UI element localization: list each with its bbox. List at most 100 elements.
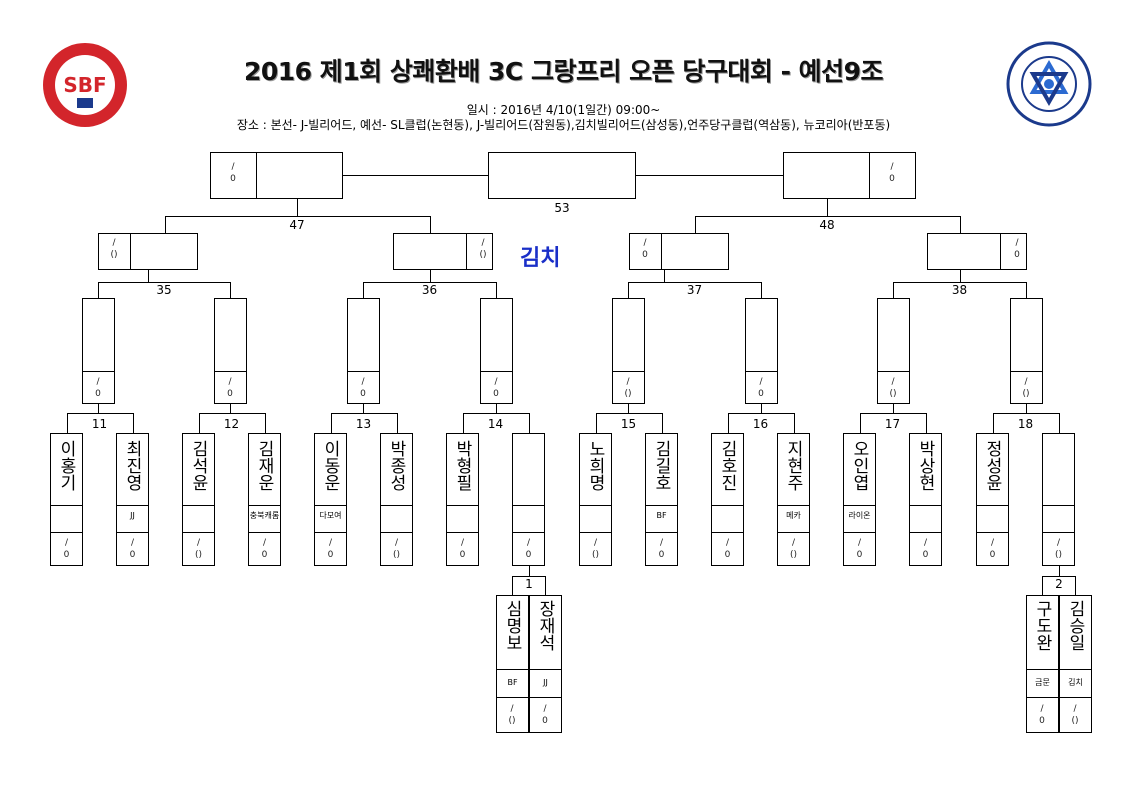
player-score: / xyxy=(593,538,598,548)
player-score: / xyxy=(923,538,928,548)
round2-score: / xyxy=(228,377,232,387)
prelim-player-name: 장재석 xyxy=(535,600,555,651)
round2-score: / xyxy=(759,377,763,387)
prelim-divider xyxy=(1026,669,1059,670)
player-card xyxy=(711,433,744,566)
player-divider xyxy=(446,532,479,533)
player-name: 박종성 xyxy=(386,440,406,491)
player-score: / xyxy=(857,538,862,548)
bracket-line xyxy=(628,282,762,283)
match-number: 37 xyxy=(686,283,703,297)
bracket-line xyxy=(793,413,795,434)
match-number: 1 xyxy=(525,577,533,591)
prelim-score: / xyxy=(543,704,547,714)
prelim-score: / xyxy=(1073,704,1077,714)
prelim-player-club: BF xyxy=(507,678,518,687)
player-score-value: () xyxy=(1054,550,1063,560)
player-name: 박형필 xyxy=(452,440,472,491)
prelim-score: / xyxy=(1040,704,1044,714)
round4-divider xyxy=(256,152,257,199)
prelim-player-name: 심명보 xyxy=(502,600,522,651)
player-name: 김길호 xyxy=(651,440,671,491)
player-score-value: 0 xyxy=(261,550,268,560)
round2-divider xyxy=(480,371,513,372)
match-number: 47 xyxy=(289,218,305,232)
match-number: 35 xyxy=(156,283,172,297)
round3-score: / xyxy=(112,238,116,248)
player-card xyxy=(909,433,942,566)
player-divider xyxy=(976,532,1009,533)
player-club: JJ xyxy=(130,511,135,520)
bracket-line xyxy=(1058,413,1060,434)
prelim-divider xyxy=(1059,669,1092,670)
prelim-player-name: 김승일 xyxy=(1065,600,1085,651)
bracket-line xyxy=(761,404,762,414)
round3-card xyxy=(629,233,729,270)
player-divider xyxy=(1042,532,1075,533)
seoul-sports-council-logo xyxy=(1006,41,1092,127)
round3-score-value: 0 xyxy=(1014,250,1020,260)
bracket-line xyxy=(66,413,68,434)
player-divider xyxy=(50,505,83,506)
final-card xyxy=(488,152,636,199)
player-score: / xyxy=(328,538,333,548)
round3-card xyxy=(393,233,493,270)
round2-divider xyxy=(612,371,645,372)
bracket-line xyxy=(827,199,828,217)
round4-card-left xyxy=(210,152,343,199)
player-score-value: 0 xyxy=(856,550,863,560)
bracket-line xyxy=(960,216,961,234)
venue-line: 장소 : 본선- J-빌리어드, 예선- SL클럽(논현동), J-빌리어드(잠… xyxy=(236,118,891,132)
bracket-line xyxy=(545,576,546,596)
match-number: 38 xyxy=(951,283,968,297)
prelim-score-value: 0 xyxy=(542,716,548,726)
player-club: 다모여 xyxy=(319,511,342,520)
player-name: 오인엽 xyxy=(849,440,869,491)
match-number: 16 xyxy=(752,417,769,431)
bracket-line xyxy=(430,216,431,234)
round4-score-value: 0 xyxy=(889,174,895,184)
round2-divider xyxy=(214,371,247,372)
bracket-line xyxy=(512,576,513,596)
round3-divider xyxy=(661,233,662,270)
player-score: / xyxy=(460,538,465,548)
bracket-line xyxy=(330,413,332,434)
player-divider xyxy=(909,532,942,533)
round3-score: / xyxy=(643,238,647,248)
match-number: 13 xyxy=(355,417,372,431)
player-score-value: 0 xyxy=(525,550,532,560)
prelim-divider xyxy=(529,669,562,670)
round3-divider xyxy=(1000,233,1001,270)
prelim-divider xyxy=(529,697,562,698)
bracket-line xyxy=(230,282,231,299)
player-divider xyxy=(512,532,545,533)
player-divider xyxy=(314,505,347,506)
round2-score: / xyxy=(361,377,365,387)
round2-score-value: 0 xyxy=(227,389,233,399)
match-number: 18 xyxy=(1017,417,1034,431)
player-divider xyxy=(711,505,744,506)
player-score-value: () xyxy=(789,550,798,560)
bracket-line xyxy=(529,566,530,577)
player-score-value: 0 xyxy=(459,550,466,560)
player-score: / xyxy=(526,538,531,548)
player-divider xyxy=(645,505,678,506)
bracket-line xyxy=(1042,576,1043,596)
player-divider xyxy=(1042,505,1075,506)
match-number: 15 xyxy=(620,417,637,431)
bracket-line xyxy=(297,199,298,217)
player-club: BF xyxy=(656,511,667,520)
bracket-line xyxy=(264,413,266,434)
prelim-player-card xyxy=(496,595,529,733)
player-score: / xyxy=(130,538,135,548)
player-divider xyxy=(909,505,942,506)
bracket-line xyxy=(98,282,99,299)
player-club: 메카 xyxy=(786,511,801,520)
prelim-divider xyxy=(1026,697,1059,698)
player-divider xyxy=(579,532,612,533)
bracket-line xyxy=(430,270,431,283)
player-card xyxy=(1042,433,1075,566)
player-card xyxy=(380,433,413,566)
round3-score: / xyxy=(481,238,485,248)
round2-card xyxy=(347,298,380,404)
